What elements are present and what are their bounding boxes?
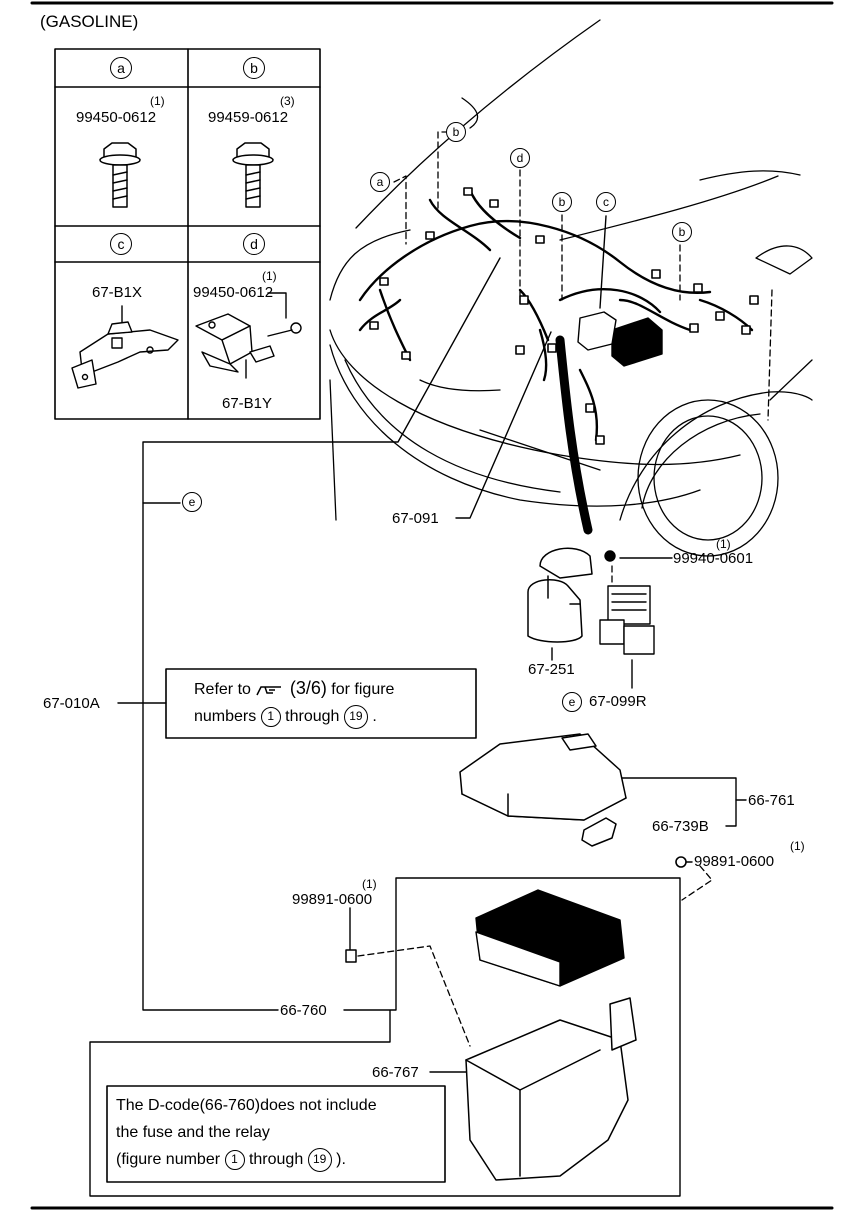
pointing-hand-icon	[256, 686, 282, 696]
callout-e-1: e	[182, 492, 202, 512]
label-99891-0600-left: 99891-0600	[292, 891, 373, 908]
nut-99940-0601-icon	[604, 550, 616, 562]
callout-e-2: e	[562, 692, 582, 712]
legend-d-part: 99450-0612	[193, 284, 274, 301]
label-66-767: 66-767	[372, 1064, 419, 1081]
refer-note-line1: Refer to (3/6) for figure	[194, 675, 394, 703]
vehicle-front-outline	[329, 19, 813, 557]
legend-letter-c: c	[110, 233, 132, 255]
refer-ref: (3/6)	[289, 678, 327, 698]
refer-end: .	[372, 708, 377, 725]
refer-note-box	[165, 668, 477, 739]
label-67-010a: 67-010A	[43, 695, 100, 712]
callout-b-2: b	[552, 192, 572, 212]
label-66-760: 66-760	[280, 1002, 327, 1019]
legend-letter-a: a	[110, 57, 132, 79]
label-67-091: 67-091	[392, 510, 439, 527]
refer-note-line2: numbers 1 through 19 .	[194, 703, 377, 730]
label-99940-qty: (1)	[716, 537, 731, 551]
fuse-box-lower-66-767-icon	[465, 997, 637, 1181]
dcode-num-1: 1	[224, 1149, 245, 1170]
dcode-note-line3: (figure number 1 through 19 ).	[116, 1146, 346, 1173]
bracket-67-b1y-icon	[195, 292, 302, 379]
legend-letter-d: d	[243, 233, 265, 255]
bracket-67-b1x-icon	[71, 305, 179, 389]
legend-a-qty: (1)	[150, 94, 165, 108]
dcode-num-19: 19	[307, 1147, 332, 1172]
label-99891-right-qty: (1)	[790, 839, 805, 853]
callout-d: d	[510, 148, 530, 168]
label-67-099r: 67-099R	[589, 693, 647, 710]
legend-c-part: 67-B1X	[92, 284, 143, 301]
legend-d-bracket: 67-B1Y	[222, 395, 273, 412]
fuse-box-cover-66-761-icon	[459, 733, 627, 821]
engine-ecu-shape	[611, 317, 663, 367]
refer-suffix: for figure	[331, 681, 395, 698]
fastener-legend-table	[54, 48, 321, 420]
bolt-a-icon	[99, 142, 141, 208]
callout-b-3: b	[672, 222, 692, 242]
dcode-line3b: ).	[336, 1151, 346, 1168]
leader-c	[599, 215, 607, 309]
wiring-harness-67-010a	[358, 188, 754, 442]
refer-prefix: Refer to	[194, 681, 251, 698]
legend-b-part: 99459-0612	[208, 109, 289, 126]
label-99940-0601: 99940-0601	[673, 550, 754, 567]
label-66-761: 66-761	[748, 792, 795, 809]
dcode-note-box	[106, 1085, 446, 1183]
leader-lines	[89, 257, 747, 1197]
label-99891-0600-right: 99891-0600	[694, 853, 775, 870]
label-99891-left-qty: (1)	[362, 877, 377, 891]
dcode-line3a: (figure number	[116, 1151, 221, 1168]
fuse-puller-66-739b-icon	[581, 817, 617, 847]
refer-num-19: 19	[343, 704, 368, 729]
bolt-b-icon	[232, 142, 274, 208]
legend-letter-b: b	[243, 57, 265, 79]
callout-c: c	[596, 192, 616, 212]
label-66-739b: 66-739B	[652, 818, 709, 835]
fuse-block-icon	[475, 889, 625, 987]
refer-num-1: 1	[260, 706, 281, 727]
legend-b-qty: (3)	[280, 94, 295, 108]
refer-through: through	[285, 708, 340, 725]
connectors	[369, 187, 759, 445]
legend-d-qty: (1)	[262, 269, 277, 283]
dcode-note-line2: the fuse and the relay	[116, 1124, 270, 1141]
relay-block-67-099r-icon	[599, 585, 655, 655]
main-cable	[555, 335, 593, 535]
refer-line2: numbers	[194, 708, 257, 725]
callout-b-1: b	[446, 122, 466, 142]
variant-title: (GASOLINE)	[40, 12, 139, 31]
dcode-through: through	[248, 1151, 304, 1168]
relay-cover-67-251-icon	[527, 547, 593, 643]
engine-cover-shape	[577, 311, 617, 351]
dcode-note-line1: The D-code(66-760)does not include	[116, 1097, 377, 1114]
label-67-251: 67-251	[528, 661, 575, 678]
clip-99891-0600-left-icon	[345, 949, 357, 963]
callout-a: a	[370, 172, 390, 192]
legend-a-part: 99450-0612	[76, 109, 157, 126]
clip-99891-0600-right-icon	[675, 856, 687, 868]
